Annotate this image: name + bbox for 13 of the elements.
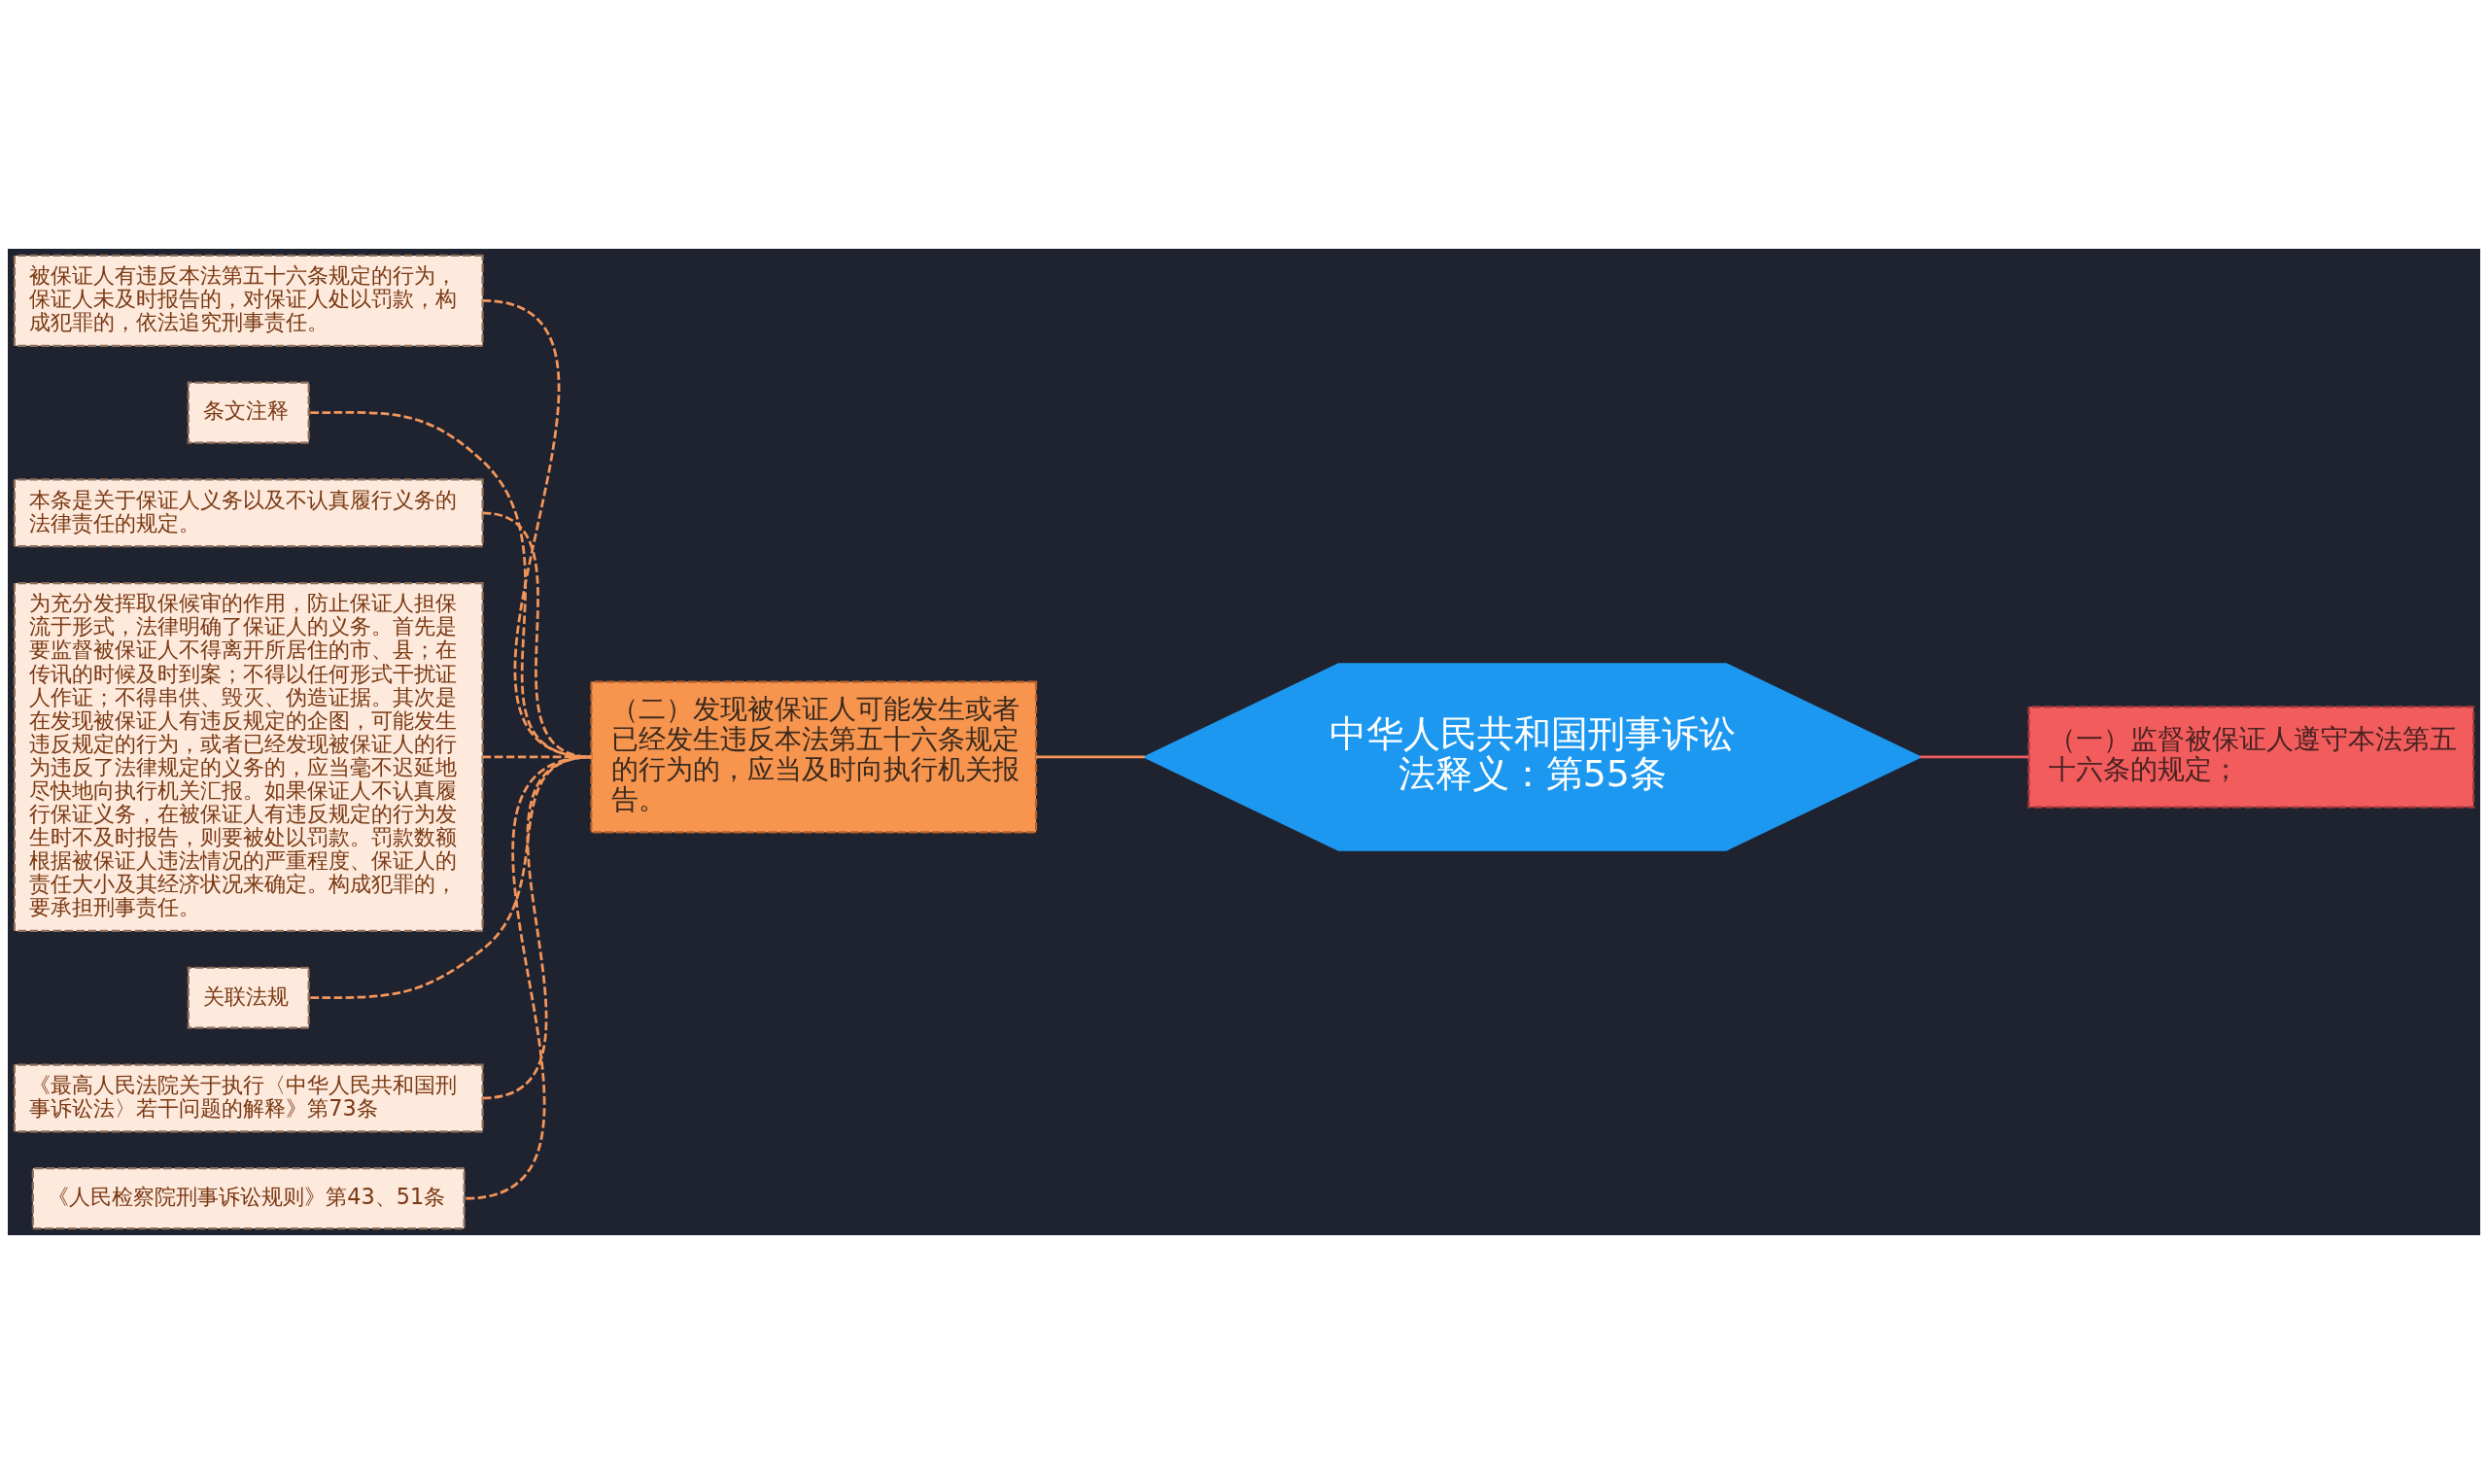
connector	[1036, 755, 1145, 759]
node-box: （二）发现被保证人可能发生或者已经发生违反本法第五十六条规定的行为的，应当及时向执行机关报告。	[590, 680, 1038, 834]
connector	[482, 755, 592, 1100]
connector	[1919, 755, 2029, 759]
node-box: 本条是关于保证人义务以及不认真履行义务的法律责任的规定。	[13, 478, 484, 548]
node-box: 关联法规	[187, 966, 310, 1029]
node-box: 被保证人有违反本法第五十六条规定的行为，保证人未及时报告的，对保证人处以罚款，构成犯罪的，依法追究刑事责任。	[13, 254, 484, 347]
node-box: （一）监督被保证人遵守本法第五十六条的规定；	[2027, 706, 2475, 809]
connector	[466, 755, 592, 1200]
node-box: 《最高人民法院关于执行〈中华人民共和国刑事诉讼法〉若干问题的解释》第73条	[13, 1063, 484, 1133]
node-box: 为充分发挥取保候审的作用，防止保证人担保流于形式，法律明确了保证人的义务。首先是要监督被保证人不得离开所居住的市、县；在传讯的时候及时到案；不得以任何形式干扰证人作证；不得串供、毁灭、伪造证据。其次是在发现被保证人有违反规定的企图，可能发生违反规定的行为，或者已经发现被保证人的行为违反了法律规定的义务的，应当毫不迟延地尽快地向执行机关汇报。如果保证人不认真履行保证义务，在被保证人有违反规定的行为发生时不及时报告，则要被处以罚款。罚款数额根据被保证人违法情况的严重程度、保证人的责任大小及其经济状况来确定。构成犯罪的，要承担刑事责任。	[13, 581, 484, 932]
node-box: 《人民检察院刑事诉讼规则》第43、51条	[31, 1167, 466, 1230]
node-box: 条文注释	[187, 381, 310, 444]
